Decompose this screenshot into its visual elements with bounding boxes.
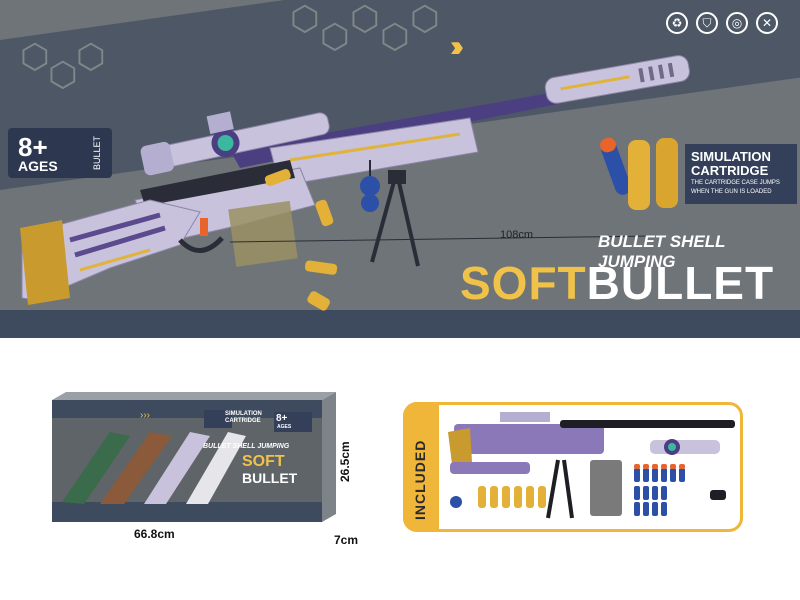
headline-title: SOFTBULLET [460,256,774,310]
rifle-buttplate [20,220,70,305]
box-bullet: BULLET [242,470,298,486]
included-bipod [546,459,574,519]
simulation-cartridge-box: SIMULATION CARTRIDGE THE CARTRIDGE CASE … [685,144,797,204]
included-magazine [590,460,622,516]
sound-icon: ◎ [726,12,748,34]
shield-icon: ⛉ [696,12,718,34]
simulation-title-line-1: SIMULATION [691,149,771,164]
box-height-label: 26.5cm [338,441,352,482]
simulation-title-line-2: CARTRIDGE [691,163,769,178]
included-shells [478,486,546,508]
keychain-charm [360,160,380,212]
included-rifle-body [454,424,604,454]
headline-bullet: BULLET [586,257,775,309]
box-age-number: 8+ [276,413,288,424]
headline-subtitle: BULLET SHELL JUMPING [598,232,726,271]
rifle-bipod [370,170,420,267]
simulation-sub-line-2: WHEN THE GUN IS LOADED [691,189,772,195]
headline-soft: SOFT [460,257,587,309]
included-tab [403,402,439,532]
product-banner: ⬡ ⬡ ⬡ ⬡ ⬡ ⬡ ⬡ ⬡ [0,0,800,338]
recycle-icon: ♻ [666,12,688,34]
box-soft: SOFT [242,453,285,470]
included-darts [634,464,685,516]
rifle-trigger-guard [178,236,224,253]
hexagon-decoration: ⬡ [380,18,410,56]
age-label: AGES [18,158,58,174]
hexagon-decoration: ⬡ [350,0,380,38]
box-chevrons-icon: ››› [140,410,150,421]
included-scope [650,439,720,455]
simulation-sub-line-1: THE CARTRIDGE CASE JUMPS [691,180,780,186]
safety-icon: ✕ [756,12,778,34]
box-width-label: 66.8cm [134,527,175,541]
box-side-face [322,392,336,522]
box-top-face [52,392,336,400]
box-depth-label: 7cm [334,533,359,547]
rifle-trigger [200,218,208,236]
length-label: 108cm [500,229,534,241]
rifle-magazine [228,200,298,267]
hexagon-decoration: ⬡ [20,38,50,76]
certification-icons: ♻ ⛉ ◎ ✕ [666,12,778,34]
rifle-bolt [140,160,295,206]
box-age-label: AGES [277,424,292,430]
length-dimension-line [229,235,651,243]
banner-bottom-strip [0,310,800,338]
hexagon-decoration: ⬡ [48,56,78,94]
bullet-tag: BULLET [92,135,102,170]
hexagon-decoration: ⬡ [290,0,320,38]
included-items-illustration [448,412,735,519]
cartridge-illustration [600,137,678,210]
hexagon-decoration: ⬡ [320,18,350,56]
included-handguard [450,462,530,474]
included-rifle-rail [500,412,550,422]
package-box-illustration: ››› [52,392,336,522]
age-badge: 8+ AGES [8,128,112,178]
hexagon-decoration: ⬡ [76,38,106,76]
chevron-arrows-icon: ››› [450,30,464,63]
rifle-illustration [20,55,690,311]
rifle-suppressor [544,55,690,104]
hexagon-decoration: ⬡ [410,0,440,38]
included-label: INCLUDED [412,439,428,520]
box-sim-line-1: SIMULATION [225,411,262,417]
ejected-shells [264,169,338,311]
rifle-scope [140,111,330,176]
box-headline-small: BULLET SHELL JUMPING [203,443,290,450]
included-sling-clip [710,490,726,500]
included-rifle-barrel [560,420,735,428]
age-number: 8+ [18,132,48,162]
included-keychain [450,496,462,508]
box-sim-line-2: CARTRIDGE [225,418,261,424]
